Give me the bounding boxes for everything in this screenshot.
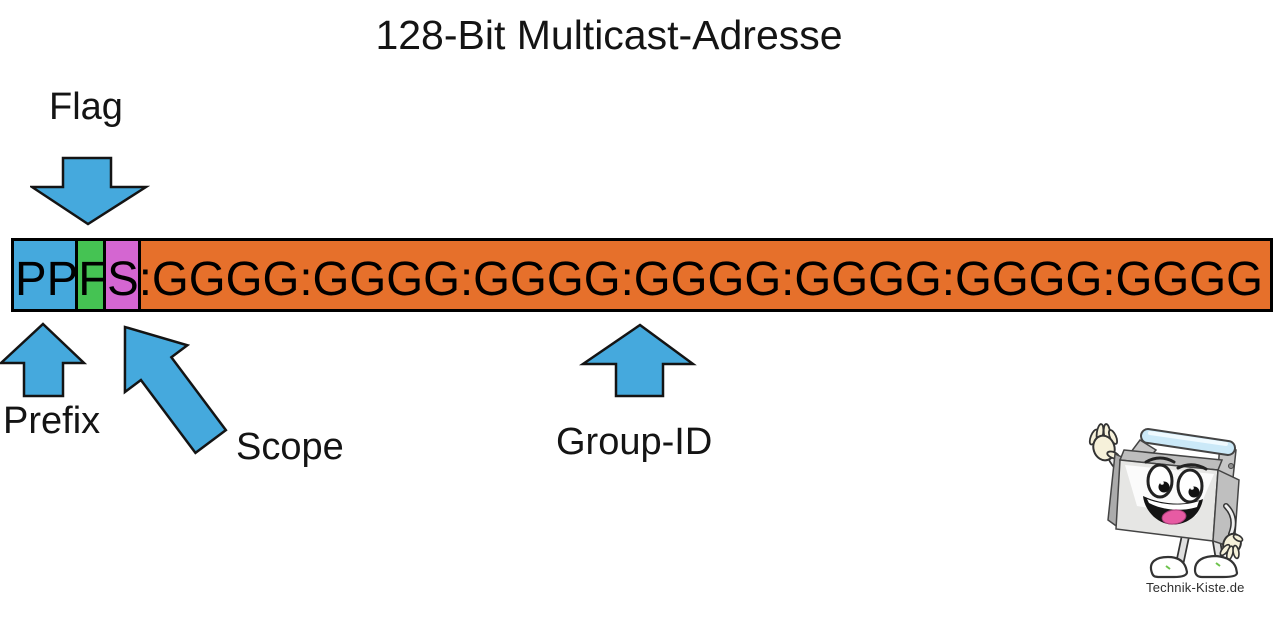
flag-arrow-icon: [30, 156, 150, 226]
scope-label: Scope: [236, 426, 344, 468]
address-bar: [11, 238, 1273, 312]
mascot-handle: [1140, 428, 1236, 456]
address-text: PPFS:GGGG:GGGG:GGGG:GGGG:GGGG:GGGG:GGGG: [15, 253, 1263, 306]
mascot-shoe-right: [1193, 554, 1239, 579]
mascot-shoe-left: [1149, 555, 1189, 579]
segment-flag: [75, 241, 103, 309]
address-text-layer: PPFS:GGGG:GGGG:GGGG:GGGG:GGGG:GGGG:GGGG: [15, 253, 1263, 306]
mascot-glove-wave: [1088, 423, 1120, 462]
watermark-text: Technik-Kiste.de: [1146, 580, 1245, 595]
mascot-toolbox-logo: [1088, 423, 1244, 579]
scope-arrow-icon: [123, 325, 228, 455]
mascot-face: [1143, 456, 1208, 525]
prefix-label: Prefix: [3, 400, 101, 442]
segment-group-id: [138, 241, 1270, 309]
prefix-arrow-icon: [0, 322, 88, 398]
group-id-arrow-icon: [578, 323, 697, 398]
segment-scope: [103, 241, 138, 309]
group-id-label: Group-ID: [556, 421, 713, 463]
flag-label: Flag: [49, 86, 123, 128]
mascot-glove-right: [1219, 532, 1244, 561]
segment-prefix: [14, 241, 75, 309]
page-title: 128-Bit Multicast-Adresse: [375, 12, 843, 58]
